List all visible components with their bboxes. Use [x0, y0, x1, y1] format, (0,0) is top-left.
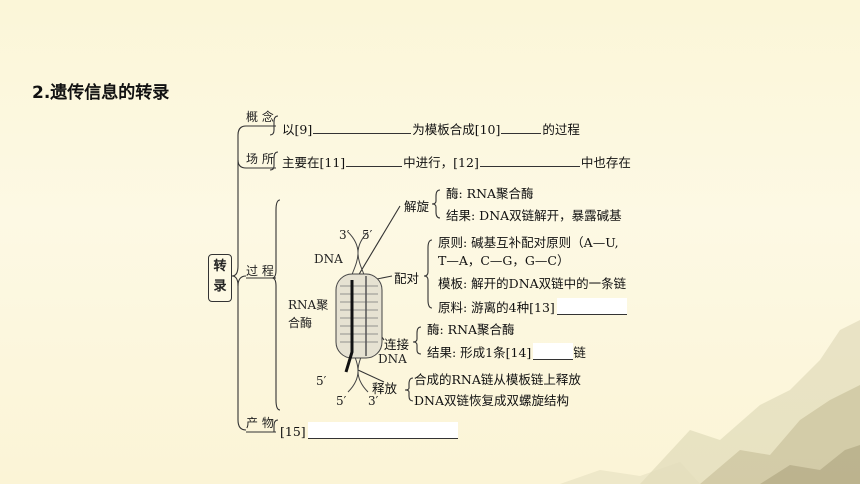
release-item-1: 合成的RNA链从模板链上释放: [414, 372, 581, 387]
place-text-3: 中也存在: [580, 155, 631, 170]
root-box: 转 录: [208, 254, 232, 302]
prime-5-left-label: 5′: [316, 374, 327, 388]
blank-15[interactable]: [307, 422, 458, 439]
release-label: 释放: [372, 381, 398, 396]
product-row: [15]: [280, 422, 458, 439]
blank-12[interactable]: [479, 153, 580, 167]
unwind-label: 解旋: [404, 199, 430, 214]
blank-11[interactable]: [346, 153, 403, 167]
process-label: 过 程: [246, 264, 274, 278]
prime-3-top-label: 3′: [339, 228, 350, 242]
dna-top-label: DNA: [314, 252, 343, 266]
pairing-material-row: 原料: 游离的4种[13]: [438, 297, 627, 316]
concept-label: 概 念: [246, 110, 274, 124]
pairing-label: 配对: [394, 271, 420, 286]
prime-5-bottom-label: 5′: [336, 394, 347, 408]
dna-bottom-label: DNA: [378, 352, 407, 366]
pairing-principle-1: 原则: 碱基互补配对原则（A—U,: [438, 235, 619, 250]
pairing-template: 模板: 解开的DNA双链中的一条链: [438, 276, 627, 291]
place-label: 场 所: [246, 152, 274, 166]
rna-polymerase-body: [335, 273, 383, 359]
release-item-2: DNA双链恢复成双螺旋结构: [414, 393, 569, 408]
concept-row: 以[9] 为模板合成[10] 的过程: [282, 119, 580, 138]
root-label-1: 转: [213, 259, 227, 274]
root-label-2: 录: [213, 279, 227, 294]
pairing-material: 原料: 游离的4种[13]: [438, 300, 555, 315]
concept-text-3: 的过程: [542, 122, 580, 137]
unwind-result: 结果: DNA双链解开，暴露碱基: [446, 208, 622, 223]
prime-5-top-label: 5′: [362, 228, 373, 242]
pairing-principle-2: T—A，C—G，G—C）: [438, 253, 570, 268]
link-label: 连接: [384, 337, 410, 352]
section-title: 2.遗传信息的转录: [32, 83, 170, 103]
link-result-row: 结果: 形成1条[14] 链: [427, 342, 586, 361]
link-enzyme: 酶: RNA聚合酶: [427, 322, 515, 337]
blank-10[interactable]: [501, 120, 542, 134]
transcription-diagram: [335, 231, 383, 393]
concept-text-2: 为模板合成[10]: [412, 122, 501, 137]
blank-13[interactable]: [556, 298, 627, 315]
rna-strand: [344, 280, 354, 373]
unwind-enzyme: 酶: RNA聚合酶: [446, 186, 534, 201]
place-row: 主要在[11] 中进行，[12] 中也存在: [282, 152, 631, 171]
product-label: 产 物: [246, 416, 274, 430]
link-result-1: 结果: 形成1条[14]: [427, 345, 532, 360]
blank-14[interactable]: [533, 343, 574, 360]
product-text: [15]: [280, 424, 306, 439]
link-result-2: 链: [573, 345, 586, 360]
concept-text-1: 以[9]: [282, 122, 313, 137]
place-text-1: 主要在[11]: [282, 155, 346, 170]
rna-polymerase-label-2: 合酶: [288, 316, 313, 330]
blank-9[interactable]: [313, 120, 412, 134]
rna-polymerase-label-1: RNA聚: [288, 298, 329, 312]
prime-3-bottom-label: 3′: [368, 394, 379, 408]
place-text-2: 中进行，[12]: [403, 155, 479, 170]
